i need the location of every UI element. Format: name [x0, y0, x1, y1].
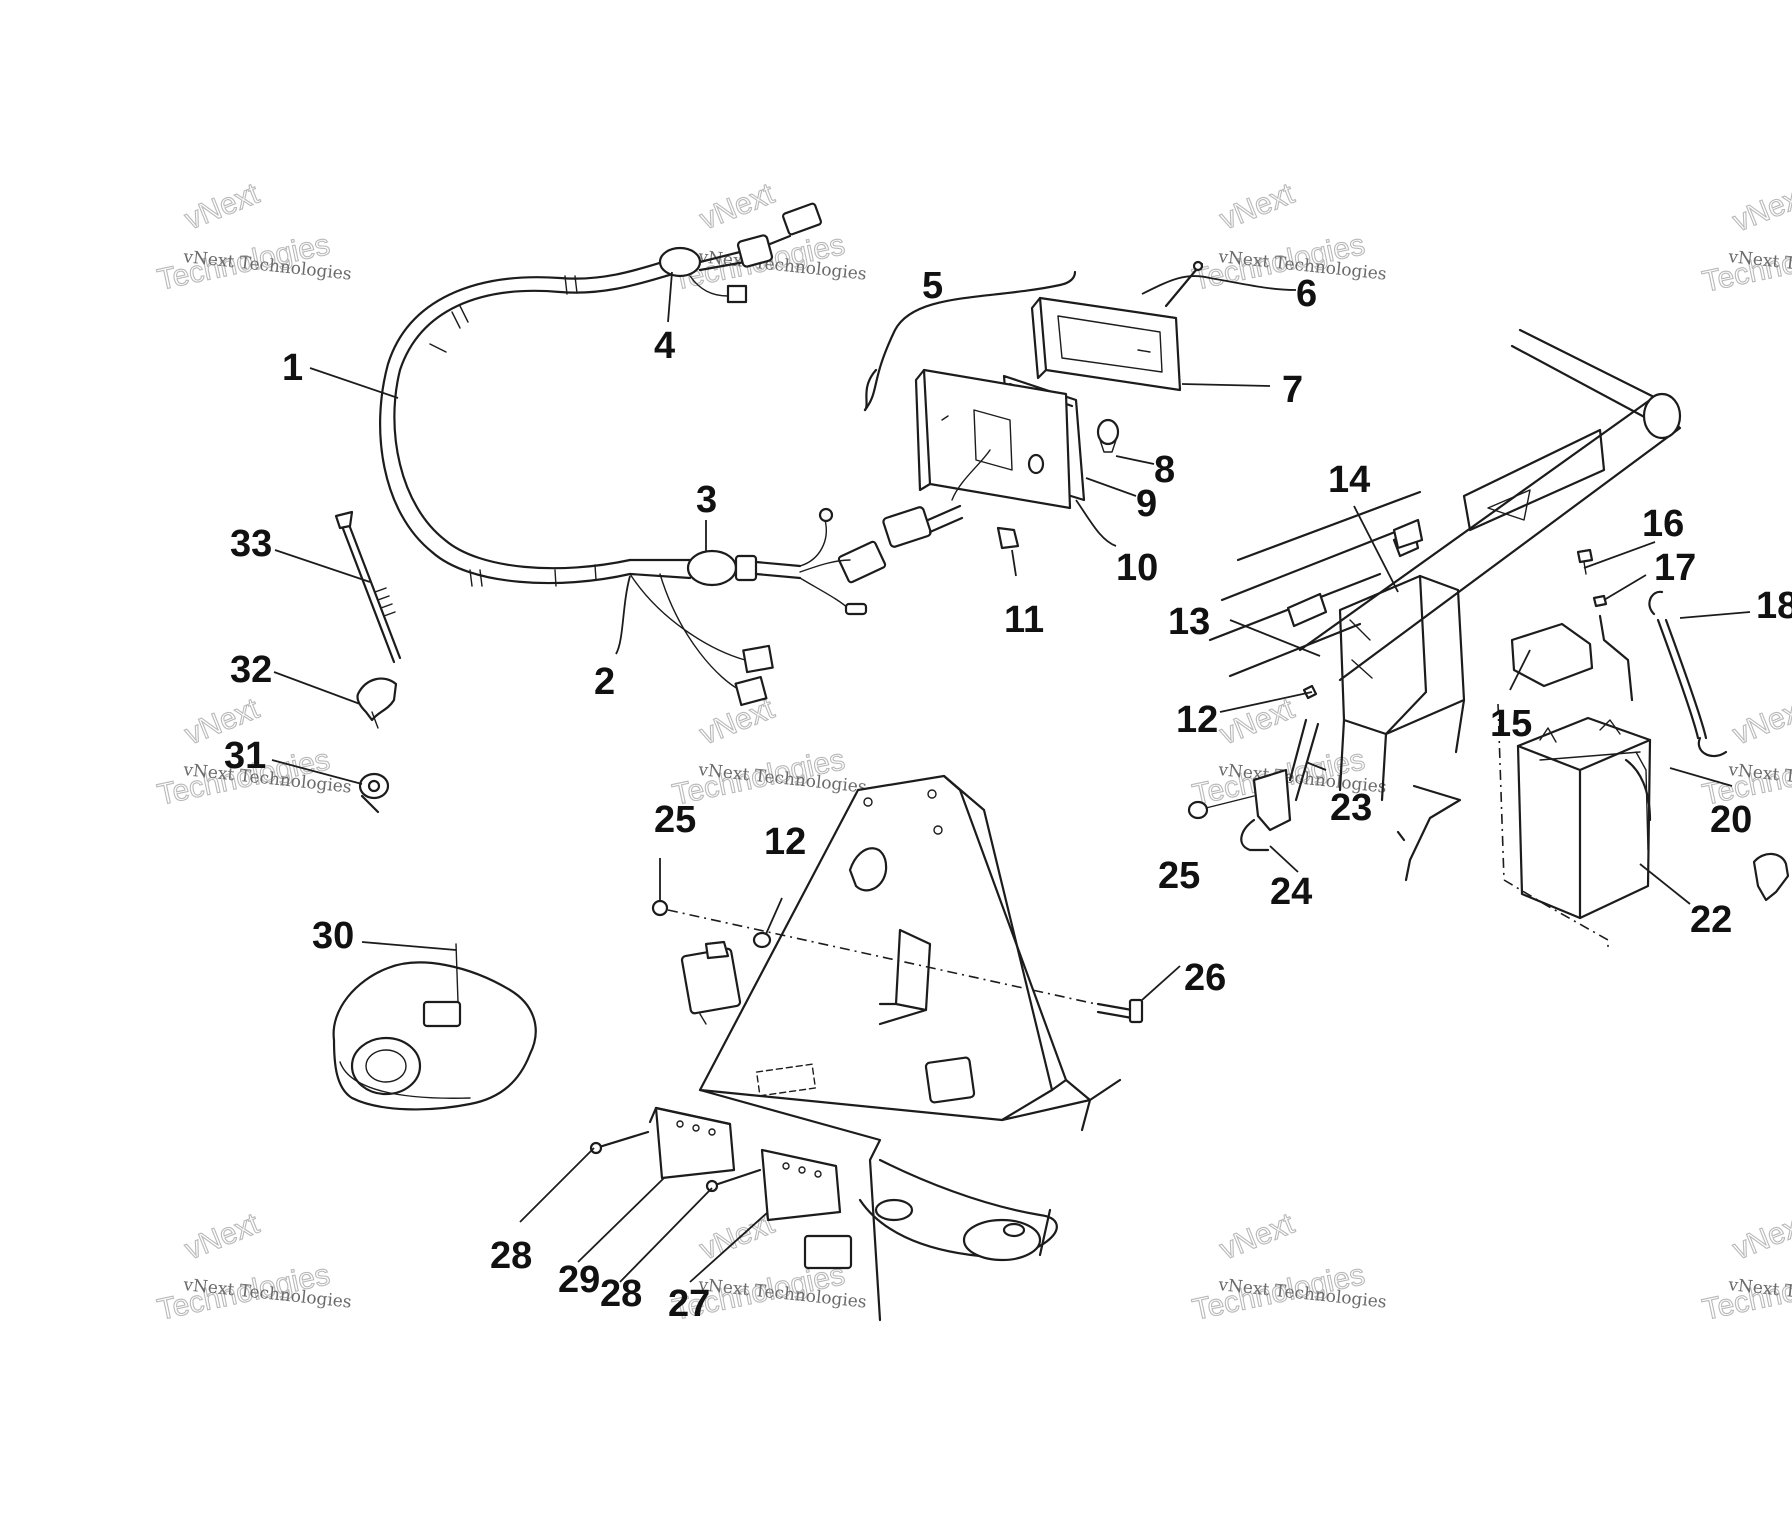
bolt-26	[1096, 998, 1144, 1024]
cable-18	[1648, 590, 1728, 758]
svg-text:vNext: vNext	[1215, 177, 1299, 237]
svg-text:vNext: vNext	[1215, 692, 1299, 752]
wiring-harness	[379, 202, 964, 707]
watermark-6: vNext Technologies vNext Technologies	[669, 691, 867, 812]
battery-box-14	[1338, 574, 1466, 882]
svg-text:vNext: vNext	[695, 177, 779, 237]
pad-15	[1510, 622, 1594, 688]
screws-28	[589, 1130, 762, 1193]
callout-33: 33	[230, 523, 272, 565]
fuel-tank-30	[332, 943, 537, 1111]
callout-24: 24	[1270, 871, 1312, 913]
nut-25-right	[1187, 800, 1209, 820]
callout-2: 2	[594, 661, 615, 703]
key-edge	[1752, 852, 1790, 902]
callout-6: 6	[1296, 273, 1317, 315]
callout-15: 15	[1490, 703, 1532, 745]
harness-lower-connector	[628, 507, 887, 707]
callout-13: 13	[1168, 601, 1210, 643]
svg-text:vNext: vNext	[1728, 692, 1792, 752]
base-plate-10	[914, 368, 1072, 510]
callout-4: 4	[654, 325, 675, 367]
callout-labels: 1 2 3 4 5 6 7 8 9 10 11 12 12 13 14 15 1…	[224, 265, 1792, 1325]
dipstick-33	[334, 510, 402, 664]
bulb-8	[1096, 418, 1120, 453]
plug-connector	[882, 504, 964, 548]
cdi-module	[651, 899, 1097, 1025]
watermark-4: vNext Technologies vNext Technologies	[1699, 178, 1792, 299]
leader-lines	[271, 271, 1751, 1283]
svg-text:vNext: vNext	[695, 692, 779, 752]
callout-29: 29	[558, 1259, 600, 1301]
callout-22: 22	[1690, 899, 1732, 941]
callout-9: 9	[1136, 483, 1157, 525]
frame-right	[1208, 328, 1682, 682]
screw-16	[1576, 548, 1594, 575]
callout-8: 8	[1154, 449, 1175, 491]
watermark-9: vNext Technologies vNext Technologies	[154, 1206, 352, 1327]
clip-11	[996, 526, 1020, 550]
nut-25-left	[651, 899, 669, 917]
lens-housing-7	[1030, 296, 1182, 392]
callout-1: 1	[282, 347, 303, 389]
watermark-2: vNext Technologies vNext Technologies	[669, 176, 867, 297]
frame-base	[698, 1078, 1122, 1322]
callout-3: 3	[696, 479, 717, 521]
callout-28-right: 28	[600, 1273, 642, 1315]
callout-10: 10	[1116, 547, 1158, 589]
callout-17: 17	[1654, 547, 1696, 589]
callout-32: 32	[230, 649, 272, 691]
callout-26: 26	[1184, 957, 1226, 999]
watermark-1: vNext Technologies vNext Technologies	[154, 176, 352, 297]
svg-text:vNext: vNext	[180, 177, 264, 237]
grommet-31	[358, 772, 390, 814]
svg-text:vNext: vNext	[1728, 1207, 1792, 1267]
tail-light-assembly	[863, 260, 1204, 550]
callout-12-right: 12	[1176, 699, 1218, 741]
battery-22	[1516, 716, 1652, 920]
bracket-29	[648, 1106, 736, 1180]
callout-16: 16	[1642, 503, 1684, 545]
bracket-5	[863, 270, 1077, 412]
battery-strap	[1497, 614, 1649, 950]
callout-28-left: 28	[490, 1235, 532, 1277]
washer-17	[1592, 594, 1608, 608]
svg-text:vNext: vNext	[1215, 1207, 1299, 1267]
svg-text:vNext: vNext	[1728, 179, 1792, 239]
callout-27: 27	[668, 1283, 710, 1325]
watermark-8: vNext Technologies vNext Technologies	[1699, 691, 1792, 812]
callout-14: 14	[1328, 459, 1370, 501]
callout-25-right: 25	[1158, 855, 1200, 897]
callout-23: 23	[1330, 787, 1372, 829]
callout-11: 11	[1004, 599, 1044, 641]
callout-12-left: 12	[764, 821, 806, 863]
washer-12-left	[752, 931, 772, 949]
bracket-23-24	[1187, 684, 1320, 852]
callout-5: 5	[922, 265, 943, 307]
callout-25-left: 25	[654, 799, 696, 841]
callout-20: 20	[1710, 799, 1752, 841]
harness-upper-connector	[658, 202, 822, 304]
callout-18: 18	[1756, 585, 1792, 627]
svg-text:vNext: vNext	[180, 1207, 264, 1267]
callout-7: 7	[1282, 369, 1303, 411]
bracket-27	[760, 1148, 842, 1222]
clip-32	[356, 677, 398, 729]
callout-30: 30	[312, 915, 354, 957]
callout-31: 31	[224, 735, 266, 777]
watermark-11: vNext Technologies vNext Technologies	[1189, 1206, 1387, 1327]
mounting-plate	[698, 774, 1068, 1122]
clamp-20	[1624, 758, 1652, 822]
watermark-12: vNext Technologies vNext Technologies	[1699, 1206, 1792, 1327]
